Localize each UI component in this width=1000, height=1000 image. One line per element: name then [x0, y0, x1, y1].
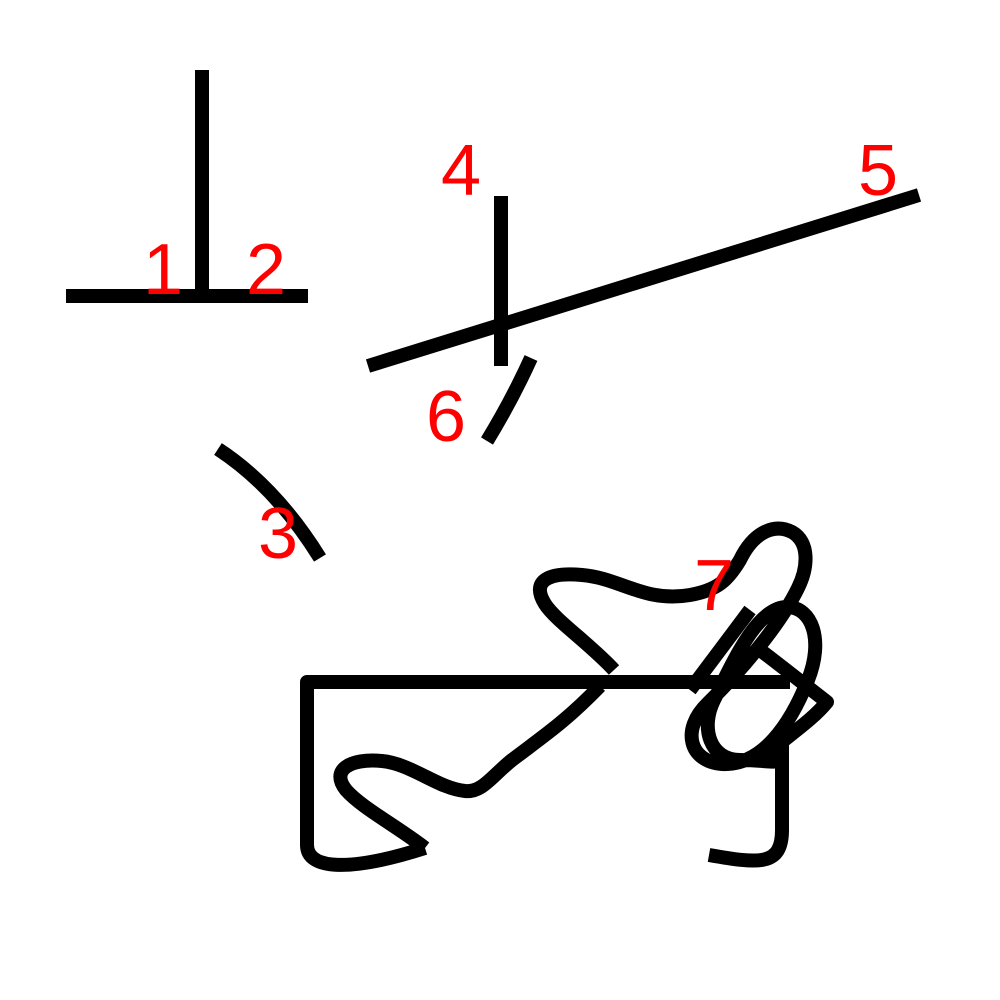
- label-7: 7: [694, 546, 734, 626]
- curved-stroke-3: [214, 443, 326, 562]
- label-1: 1: [143, 230, 183, 310]
- slanted-stroke-6: [481, 355, 538, 445]
- bracket-frame: [300, 675, 790, 872]
- scribble-right-bow: [754, 644, 834, 767]
- label-5: 5: [858, 131, 898, 211]
- bracket-inner-wave: [333, 681, 606, 854]
- label-3: 3: [258, 494, 298, 574]
- slanted-stroke-5: [365, 188, 922, 373]
- label-2: 2: [246, 230, 286, 310]
- label-6: 6: [426, 377, 466, 457]
- scribble-shape-7: [533, 521, 823, 868]
- label-4: 4: [441, 131, 481, 211]
